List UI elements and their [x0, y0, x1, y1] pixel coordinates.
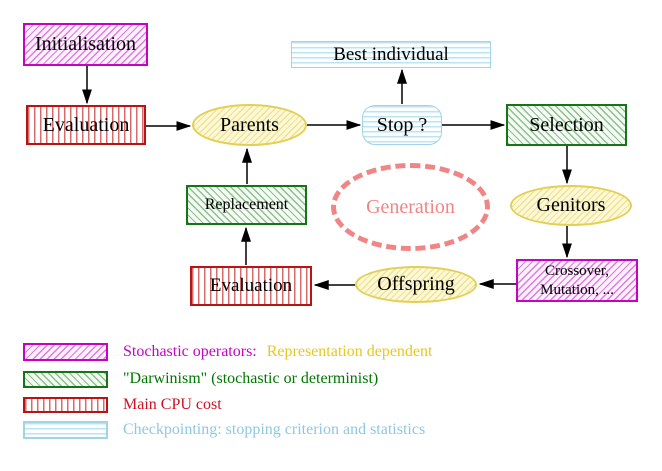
legend-label-cpu-cost: Main CPU cost — [123, 396, 222, 413]
legend-row-cpu-cost: Main CPU cost — [23, 396, 222, 414]
node-evaluation-bottom: Evaluation — [190, 266, 312, 306]
node-genitors: Genitors — [510, 185, 632, 226]
legend-swatch-cpu-cost — [23, 397, 108, 413]
node-evaluation-top: Evaluation — [26, 105, 146, 145]
node-best-individual: Best individual — [291, 41, 491, 68]
node-parents: Parents — [192, 104, 307, 146]
node-offspring: Offspring — [355, 266, 477, 303]
crossover-label-line2: Mutation, ... — [540, 281, 614, 298]
node-replacement: Replacement — [186, 185, 307, 225]
legend-swatch-stochastic-operators — [23, 343, 108, 361]
legend-label-checkpointing: Checkpointing: stopping criterion and st… — [123, 421, 426, 438]
node-initialisation: Initialisation — [23, 23, 148, 66]
node-stop: Stop ? — [362, 105, 442, 145]
legend-row-darwinism: "Darwinism" (stochastic or determinist) — [23, 370, 378, 388]
legend-swatch-darwinism — [23, 370, 108, 388]
node-crossover-mutation: Crossover, Mutation, ... — [516, 259, 638, 302]
generation-loop-ellipse: Generation — [331, 163, 490, 251]
node-selection: Selection — [506, 104, 627, 146]
legend-label-representation: Representation dependent — [266, 343, 433, 360]
legend-label-darwinism: "Darwinism" (stochastic or determinist) — [123, 370, 379, 387]
legend-row-stochastic: Stochastic operators: Representation dep… — [23, 343, 432, 361]
crossover-label-line1: Crossover, — [545, 262, 609, 279]
legend-label-stochastic: Stochastic operators: — [123, 343, 257, 360]
legend-swatch-checkpointing — [23, 421, 108, 439]
legend-row-checkpointing: Checkpointing: stopping criterion and st… — [23, 421, 425, 439]
